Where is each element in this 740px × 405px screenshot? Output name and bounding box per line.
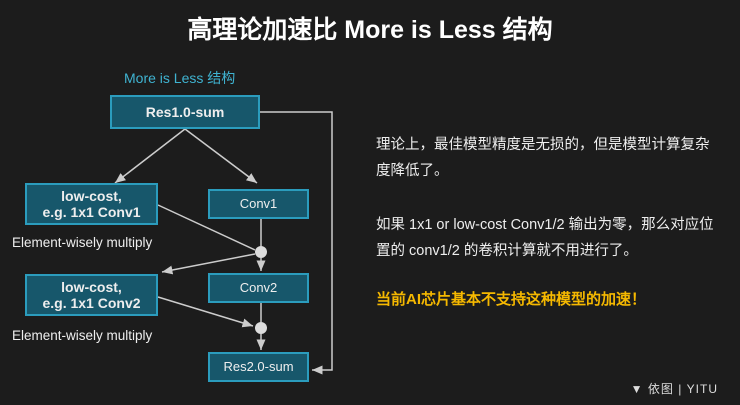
- slide-title: 高理论加速比 More is Less 结构: [187, 16, 553, 44]
- lowcost1-line2: e.g. 1x1 Conv1: [42, 204, 141, 220]
- arrow-mult1-lowcost2: [161, 253, 256, 275]
- logo-icon: ▼: [630, 382, 644, 396]
- arrow-res1-lowcost1: [114, 128, 186, 184]
- line-lowcost1-mult1: [157, 204, 256, 251]
- yitu-logo: ▼ 依图 | YITU: [631, 380, 718, 397]
- paragraph-2: 如果 1x1 or low-cost Conv1/2 输出为零，那么对应位置的 …: [376, 217, 714, 259]
- lowcost2-line2: e.g. 1x1 Conv2: [42, 295, 141, 311]
- multiply-node-1: [255, 246, 267, 258]
- skip-connection: [260, 111, 333, 375]
- res2-sum-box: Res2.0-sum: [208, 352, 309, 382]
- diagram-subtitle: More is Less 结构: [124, 70, 236, 86]
- arrow-lowcost2-mult2: [157, 296, 254, 328]
- paragraph-1: 理论上，最佳模型精度是无损的，但是模型计算复杂度降低了。: [376, 137, 710, 179]
- res1-sum-box: Res1.0-sum: [110, 95, 260, 129]
- lowcost2-box: low-cost,e.g. 1x1 Conv2: [25, 274, 158, 316]
- lowcost1-line1: low-cost,: [61, 188, 122, 204]
- multiply-label-1: Element-wisely multiply: [12, 235, 153, 250]
- lowcost1-box: low-cost,e.g. 1x1 Conv1: [25, 183, 158, 225]
- lowcost2-line1: low-cost,: [61, 279, 122, 295]
- multiply-node-2: [255, 322, 267, 334]
- conv2-box: Conv2: [208, 273, 309, 303]
- multiply-label-2: Element-wisely multiply: [12, 328, 153, 343]
- logo-text: 依图 | YITU: [647, 382, 718, 396]
- highlight-text: 当前AI芯片基本不支持这种模型的加速！: [376, 291, 647, 308]
- arrow-res1-conv1: [184, 128, 258, 184]
- conv1-box: Conv1: [208, 189, 309, 219]
